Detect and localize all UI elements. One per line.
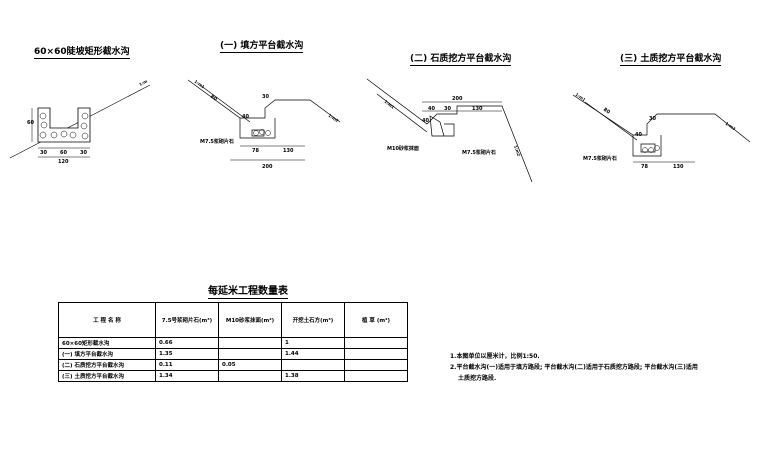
dim-b: 30	[649, 116, 656, 122]
dim-d: 78	[252, 148, 259, 154]
dim-e: 130	[673, 164, 684, 170]
header-stone: 7.5号浆砌片石(m³)	[155, 302, 219, 338]
drawing-title-4: (三) 土质挖方平台截水沟	[620, 51, 722, 66]
cell-excavation: 1.44	[281, 348, 345, 360]
dim-total: 120	[58, 159, 69, 165]
cell-mortar: 0.05	[218, 359, 282, 371]
drawing-rock-ditch: 200 130 40 30 40 1:m1 1:m2 M10砂浆抹面 M7.5浆…	[366, 78, 533, 183]
header-mortar: M10砂浆抹面(m²)	[218, 302, 282, 338]
dim-mid: 60	[60, 150, 67, 156]
cell-stone: 0.66	[155, 337, 219, 349]
cell-grass	[344, 370, 408, 382]
table-row: (一) 填方平台截水沟 1.35 1.44	[58, 348, 408, 360]
drawing-fill-ditch: 80 30 40 78 130 200 1:m1 1:m2 M7.5浆砌片石	[187, 79, 341, 170]
slope-side: 1:m2	[724, 121, 736, 132]
table-row: (二) 石质挖方平台截水沟 0.11 0.05	[58, 359, 408, 371]
dim-b: 30	[444, 106, 451, 112]
cell-grass	[344, 359, 408, 371]
dim-c: 40	[242, 114, 249, 120]
dim-a: 40	[428, 106, 435, 112]
drawing-title-3: (二) 石质挖方平台截水沟	[410, 51, 512, 66]
stone-label: M7.5浆砌片石	[583, 155, 617, 162]
dim-f: 200	[262, 164, 273, 170]
cell-grass	[344, 337, 408, 349]
dim-c: 200	[452, 96, 463, 102]
cell-name: (三) 土质挖方平台截水沟	[58, 370, 156, 382]
slope-top: 1:m1	[383, 99, 395, 110]
dim-right: 30	[80, 150, 87, 156]
cell-excavation: 1.38	[281, 370, 345, 382]
stone-label: M7.5浆砌片石	[462, 149, 496, 156]
dim-d: 130	[472, 106, 483, 112]
dim-e: 130	[283, 148, 294, 154]
drawing-soil-ditch: 80 30 40 78 130 1:m1 1:m2 M7.5浆砌片石	[572, 92, 751, 170]
drawing-rect-ditch: 60 30 60 30 120 1:m	[9, 79, 151, 165]
table-row: 60×60矩形截水沟 0.66 1	[58, 337, 408, 349]
cell-name: (二) 石质挖方平台截水沟	[58, 359, 156, 371]
table-title: 每延米工程数量表	[208, 282, 288, 299]
cell-name: 60×60矩形截水沟	[58, 337, 156, 349]
note-2: 2.平台截水沟(一)适用于填方路段; 平台截水沟(二)适用于石质挖方路段; 平台…	[450, 364, 698, 371]
cell-excavation: 1	[281, 337, 345, 349]
cell-grass	[344, 348, 408, 360]
dim-e: 40	[422, 118, 429, 124]
cell-stone: 1.35	[155, 348, 219, 360]
note-1: 1.本图单位以厘米计，比例1:50.	[450, 353, 540, 360]
quantity-table: 工 程 名 称 7.5号浆砌片石(m³) M10砂浆抹面(m²) 开挖土石方(m…	[58, 302, 408, 382]
mortar-label: M10砂浆抹面	[387, 145, 419, 152]
table-row: (三) 土质挖方平台截水沟 1.34 1.38	[58, 370, 408, 382]
stone-label: M7.5浆砌片石	[200, 138, 234, 145]
notes: 1.本图单位以厘米计，比例1:50. 2.平台截水沟(一)适用于填方路段; 平台…	[450, 351, 698, 384]
table-header-row: 工 程 名 称 7.5号浆砌片石(m³) M10砂浆抹面(m²) 开挖土石方(m…	[58, 302, 408, 338]
dim-a: 80	[602, 107, 612, 116]
drawing-title-2: (一) 填方平台截水沟	[220, 38, 304, 53]
dim-left: 30	[40, 150, 47, 156]
header-name: 工 程 名 称	[58, 302, 156, 338]
slope-top: 1:m1	[193, 79, 205, 90]
dim-height: 60	[27, 120, 34, 126]
cell-mortar	[218, 337, 282, 349]
dim-a: 80	[209, 94, 219, 103]
header-grass: 植 草 (m²)	[344, 302, 408, 338]
cell-mortar	[218, 370, 282, 382]
slope-side: 1:m2	[327, 113, 339, 124]
note-3: 土质挖方路段.	[458, 375, 497, 382]
cell-stone: 1.34	[155, 370, 219, 382]
slope-label: 1:m	[138, 79, 148, 87]
slope-side: 1:m2	[513, 145, 522, 158]
dim-b: 30	[262, 94, 269, 100]
cell-excavation	[281, 359, 345, 371]
cell-name: (一) 填方平台截水沟	[58, 348, 156, 360]
drawing-title-1: 60×60陡坡矩形截水沟	[34, 44, 130, 59]
cell-mortar	[218, 348, 282, 360]
cell-stone: 0.11	[155, 359, 219, 371]
header-excavation: 开挖土石方(m³)	[281, 302, 345, 338]
slope-top: 1:m1	[574, 92, 586, 103]
dim-d: 78	[641, 164, 648, 170]
dim-c: 40	[635, 132, 642, 138]
